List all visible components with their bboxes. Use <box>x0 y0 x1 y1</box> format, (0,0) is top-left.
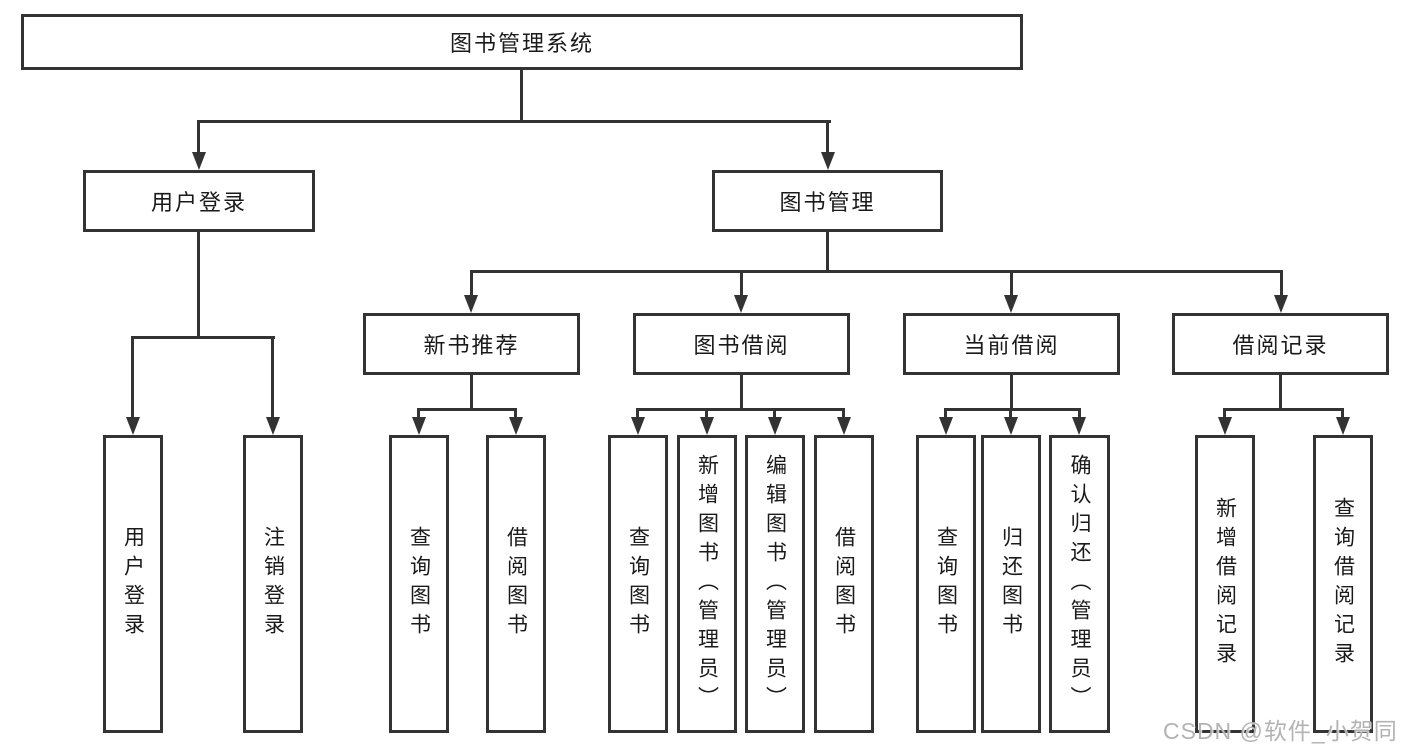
leaf-add-books-admin: 新增图书（管理员） <box>677 435 737 733</box>
connector-line <box>131 336 275 339</box>
arrowhead-down-icon <box>821 152 835 170</box>
connector-line <box>197 120 200 154</box>
node-current-borrowing-label: 当前借阅 <box>963 333 1060 358</box>
leaf-return-books-label: 归还图书 <box>999 526 1023 642</box>
connector-line <box>514 408 517 419</box>
arrowhead-down-icon <box>126 417 140 435</box>
arrowhead-down-icon <box>1004 417 1018 435</box>
connector-line <box>773 408 776 419</box>
leaf-add-borrow-record: 新增借阅记录 <box>1195 435 1255 733</box>
node-borrowing-records: 借阅记录 <box>1172 313 1389 375</box>
node-user-login-label: 用户登录 <box>150 190 247 215</box>
node-borrowing-records-label: 借阅记录 <box>1232 333 1329 358</box>
leaf-add-borrow-record-label: 新增借阅记录 <box>1213 497 1237 671</box>
connector-line <box>842 408 845 419</box>
leaf-confirm-return-admin: 确认归还（管理员） <box>1049 435 1110 733</box>
connector-line <box>197 120 831 123</box>
connector-line <box>1010 270 1013 297</box>
connector-line <box>197 232 200 336</box>
connector-line <box>944 408 947 419</box>
arrowhead-down-icon <box>631 417 645 435</box>
leaf-confirm-return-admin-label: 确认归还（管理员） <box>1068 453 1092 715</box>
connector-line <box>826 120 829 154</box>
connector-line <box>1009 408 1012 419</box>
node-current-borrowing: 当前借阅 <box>903 313 1120 375</box>
connector-line <box>1078 408 1081 419</box>
arrowhead-down-icon <box>700 417 714 435</box>
connector-line <box>1279 375 1282 408</box>
arrowhead-down-icon <box>768 417 782 435</box>
connector-line <box>826 232 829 270</box>
connector-line <box>417 408 517 411</box>
node-root: 图书管理系统 <box>21 14 1023 70</box>
csdn-watermark: CSDN @软件_小贺同学 <box>1163 718 1398 744</box>
arrowhead-down-icon <box>266 417 280 435</box>
connector-line <box>271 336 274 419</box>
arrowhead-down-icon <box>464 295 478 313</box>
connector-line <box>740 375 743 408</box>
connector-line <box>470 270 473 297</box>
arrowhead-down-icon <box>412 417 426 435</box>
connector-line <box>1223 408 1344 411</box>
connector-line <box>131 336 134 419</box>
arrowhead-down-icon <box>509 417 523 435</box>
leaf-query-books-borrowing: 查询图书 <box>608 435 668 733</box>
leaf-user-login: 用户登录 <box>103 435 163 733</box>
leaf-borrow-books-recommend: 借阅图书 <box>486 435 546 733</box>
leaf-borrow-books-label: 借阅图书 <box>832 526 856 642</box>
connector-line <box>417 408 420 419</box>
connector-line <box>1341 408 1344 419</box>
node-root-label: 图书管理系统 <box>449 31 594 56</box>
node-book-borrowing-label: 图书借阅 <box>693 333 790 358</box>
connector-line <box>636 408 639 419</box>
leaf-edit-books-admin: 编辑图书（管理员） <box>745 435 805 733</box>
leaf-logout-label: 注销登录 <box>261 526 285 642</box>
leaf-return-books: 归还图书 <box>981 435 1041 733</box>
connector-line <box>636 408 845 411</box>
leaf-user-login-label: 用户登录 <box>121 526 145 642</box>
connector-line <box>470 375 473 408</box>
leaf-query-borrow-record-label: 查询借阅记录 <box>1331 497 1355 671</box>
leaf-query-books-borrowing-label: 查询图书 <box>626 526 650 642</box>
connector-line <box>944 408 1081 411</box>
node-book-management: 图书管理 <box>712 170 943 232</box>
leaf-query-books-current-label: 查询图书 <box>934 526 958 642</box>
leaf-edit-books-admin-label: 编辑图书（管理员） <box>763 453 787 715</box>
node-book-management-label: 图书管理 <box>779 190 876 215</box>
arrowhead-down-icon <box>192 152 206 170</box>
leaf-logout: 注销登录 <box>243 435 303 733</box>
node-new-book-recommend-label: 新书推荐 <box>423 333 520 358</box>
connector-line <box>1280 270 1283 297</box>
connector-line <box>470 270 1283 273</box>
arrowhead-down-icon <box>1336 417 1350 435</box>
connector-line <box>705 408 708 419</box>
leaf-query-books-current: 查询图书 <box>916 435 976 733</box>
leaf-borrow-books-recommend-label: 借阅图书 <box>504 526 528 642</box>
arrowhead-down-icon <box>939 417 953 435</box>
connector-line <box>1010 375 1013 408</box>
connector-line <box>1223 408 1226 419</box>
leaf-query-books-recommend-label: 查询图书 <box>407 526 431 642</box>
connector-line <box>740 270 743 297</box>
leaf-query-books-recommend: 查询图书 <box>389 435 449 733</box>
leaf-borrow-books: 借阅图书 <box>814 435 874 733</box>
connector-line <box>520 70 523 121</box>
node-user-login: 用户登录 <box>83 170 315 232</box>
arrowhead-down-icon <box>837 417 851 435</box>
node-new-book-recommend: 新书推荐 <box>363 313 580 375</box>
arrowhead-down-icon <box>734 295 748 313</box>
node-book-borrowing: 图书借阅 <box>633 313 850 375</box>
arrowhead-down-icon <box>1072 417 1086 435</box>
arrowhead-down-icon <box>1004 295 1018 313</box>
leaf-query-borrow-record: 查询借阅记录 <box>1313 435 1373 733</box>
arrowhead-down-icon <box>1274 295 1288 313</box>
arrowhead-down-icon <box>1218 417 1232 435</box>
leaf-add-books-admin-label: 新增图书（管理员） <box>695 453 719 715</box>
